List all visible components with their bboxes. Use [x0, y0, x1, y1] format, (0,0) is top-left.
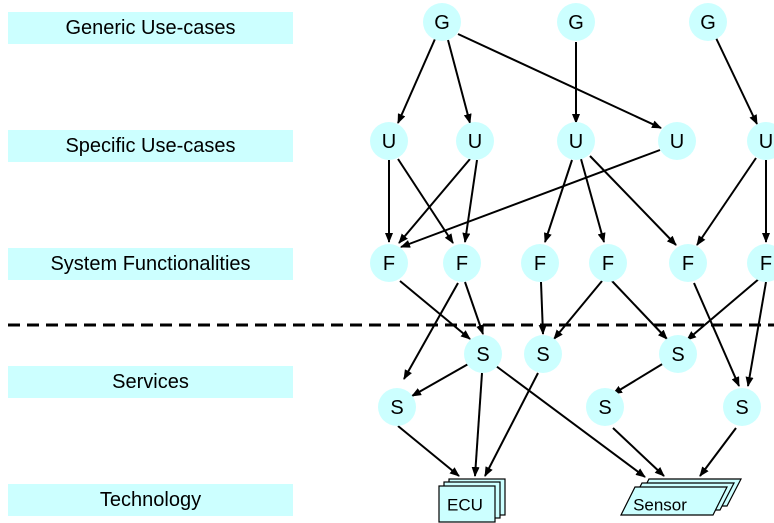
node-f-6: F: [747, 244, 774, 282]
node-label: S: [671, 344, 684, 366]
edge-g1-u2: [447, 39, 472, 124]
node-label: F: [383, 253, 395, 275]
node-s-1: S: [464, 335, 502, 373]
node-g-3: G: [689, 3, 727, 41]
edge-f6-s6: [745, 281, 767, 387]
sensor-card-front: [620, 486, 728, 516]
layer-label-system-functionalities: System Functionalities: [8, 248, 293, 280]
edge-s1-ecu: [471, 372, 483, 477]
edge-f2-s4: [403, 282, 459, 380]
edge-u1-f2: [397, 158, 454, 244]
node-f-4: F: [589, 244, 627, 282]
node-u-5: U: [747, 122, 774, 160]
node-s-5: S: [586, 388, 624, 426]
sensor-label: Sensor: [633, 496, 687, 515]
node-s-6: S: [723, 388, 761, 426]
edge-f3-s2: [538, 281, 547, 335]
edge-s1-sensor: [495, 365, 646, 478]
node-label: S: [598, 397, 611, 419]
layer-label-generic-use-cases: Generic Use-cases: [8, 12, 293, 44]
node-label: G: [568, 12, 584, 34]
node-g-1: G: [423, 3, 461, 41]
ecu-label: ECU: [447, 496, 483, 515]
node-label: U: [670, 131, 684, 153]
edge-s4-ecu: [397, 425, 460, 477]
edge-u4-f1: [400, 149, 661, 248]
node-f-2: F: [443, 244, 481, 282]
edge-g1-u1: [397, 38, 436, 124]
edge-u3-f3: [544, 159, 573, 243]
edge-u2-f2: [462, 159, 478, 243]
edges: [385, 33, 770, 478]
node-u-2: U: [456, 122, 494, 160]
layer-label-technology: Technology: [8, 484, 293, 516]
edge-u3-f4: [580, 158, 606, 243]
node-s-4: S: [378, 388, 416, 426]
edge-f6-s3: [686, 277, 761, 341]
edge-f1-s1: [399, 280, 471, 340]
node-label: U: [569, 131, 583, 153]
edge-f4-s2: [553, 280, 603, 340]
node-label: S: [476, 344, 489, 366]
edge-s2-ecu: [484, 372, 539, 477]
node-label: F: [682, 253, 694, 275]
node-label: S: [735, 397, 748, 419]
node-u-4: U: [658, 122, 696, 160]
node-label: F: [602, 253, 614, 275]
node-label: G: [700, 12, 716, 34]
node-label: S: [536, 344, 549, 366]
edge-f5-s6: [693, 282, 740, 387]
edge-g1-u4: [457, 33, 662, 129]
edge-g3-u5: [715, 37, 758, 125]
node-u-3: U: [557, 122, 595, 160]
node-label: S: [390, 397, 403, 419]
edge-u2-f1: [398, 158, 471, 244]
node-label: U: [468, 131, 482, 153]
edge-s6-sensor: [699, 427, 737, 477]
node-label: U: [382, 131, 396, 153]
node-label: F: [456, 253, 468, 275]
ecu-card-front: [438, 485, 496, 523]
edge-s3-s5: [612, 362, 665, 395]
node-f-5: F: [669, 244, 707, 282]
node-label: F: [534, 253, 546, 275]
edge-f2-s1: [464, 281, 484, 335]
node-u-1: U: [370, 122, 408, 160]
edge-s5-sensor: [612, 427, 665, 477]
edge-s1-s4: [411, 362, 471, 397]
edge-f4-s3: [611, 280, 668, 340]
node-label: U: [759, 131, 773, 153]
node-s-3: S: [659, 335, 697, 373]
ecu-component: ECU: [438, 478, 506, 523]
node-label: G: [434, 12, 450, 34]
node-g-2: G: [557, 3, 595, 41]
node-s-2: S: [524, 335, 562, 373]
node-label: F: [760, 253, 772, 275]
sensor-component: Sensor: [620, 478, 742, 516]
node-f-3: F: [521, 244, 559, 282]
edge-u5-f5: [696, 157, 757, 246]
layer-label-services: Services: [8, 366, 293, 398]
layer-label-specific-use-cases: Specific Use-cases: [8, 130, 293, 162]
node-f-1: F: [370, 244, 408, 282]
edge-u3-f5: [589, 155, 677, 246]
